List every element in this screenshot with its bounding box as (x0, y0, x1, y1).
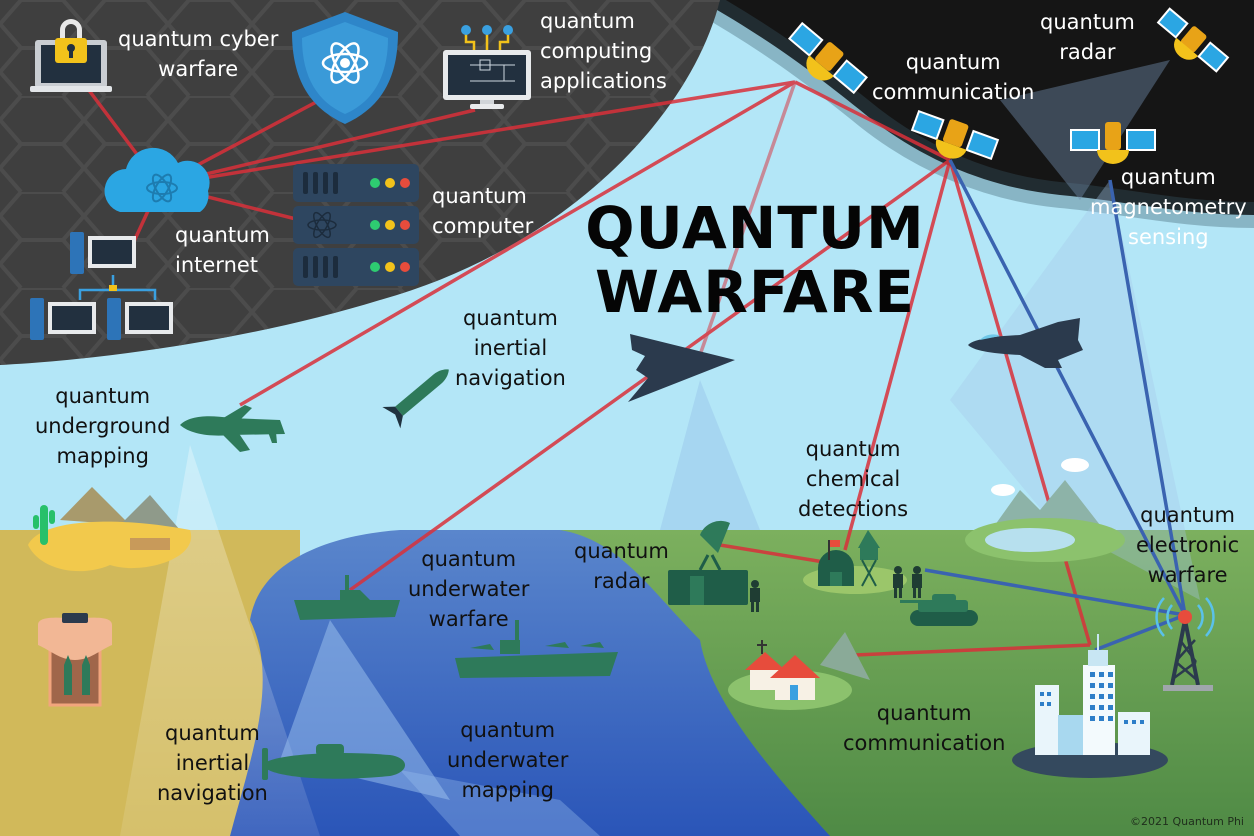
title-line-1: QUANTUM (585, 194, 925, 262)
space-region (640, 0, 1254, 228)
laptop-lock-icon (30, 19, 112, 92)
tank-icon (900, 594, 978, 626)
radio-tower-icon (1155, 597, 1215, 691)
satellite-icon (910, 109, 1000, 161)
aircraft-carrier-icon (455, 620, 618, 678)
missile-icon (382, 369, 449, 429)
drone-icon (180, 405, 285, 452)
mountain-lake-icon (965, 458, 1125, 562)
military-base-icon (803, 530, 907, 594)
submarine-icon (262, 744, 405, 780)
copyright-notice: ©2021 Quantum Phi (1130, 815, 1244, 828)
title-line-2: WARFARE (594, 258, 916, 326)
page-title: QUANTUM WARFARE (560, 196, 950, 324)
underground-silo-icon (38, 613, 112, 707)
warship-icon (294, 575, 400, 620)
village-icon (728, 632, 870, 710)
radar-dish-icon (668, 520, 748, 605)
shield-atom-icon (292, 12, 398, 124)
soldier-icon (750, 566, 922, 612)
blue-link-lines (924, 159, 1187, 652)
city-buildings-icon (1012, 634, 1168, 778)
satellite-icon (1156, 7, 1230, 73)
quantum-circuit-monitor-icon (443, 25, 531, 109)
desert-icon (28, 487, 192, 572)
fighter-jet-icon (968, 318, 1083, 368)
atom-cloud-icon (104, 147, 210, 212)
server-rack-icon (293, 164, 419, 286)
stealth-bomber-icon (628, 334, 735, 402)
satellite-icon (1070, 122, 1156, 164)
computer-network-icon (30, 232, 173, 340)
satellite-icon (787, 21, 869, 95)
